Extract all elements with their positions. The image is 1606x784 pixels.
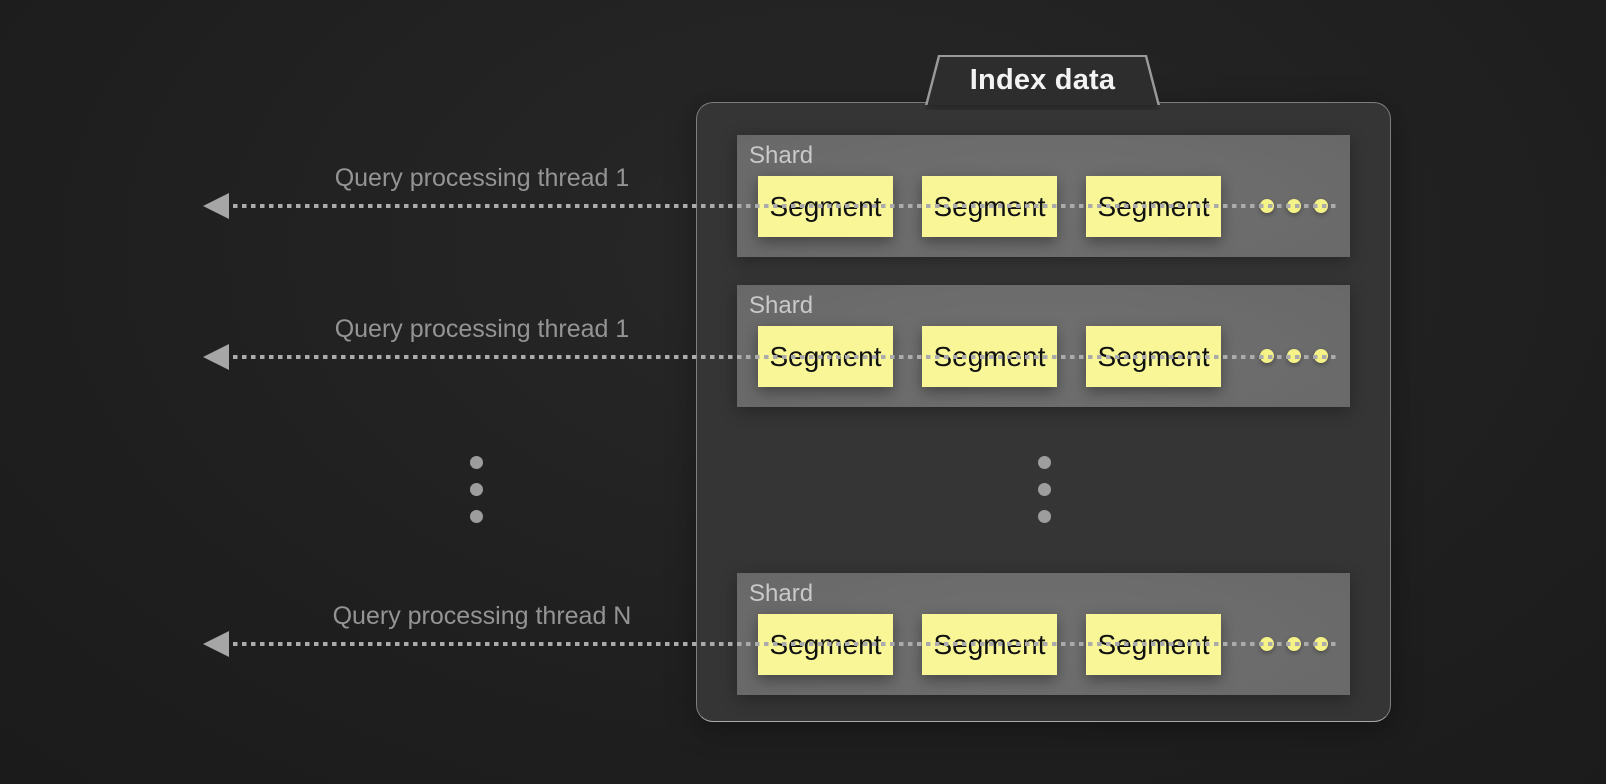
ellipsis-dot: [470, 510, 483, 523]
shard-row-n: Shard Segment Segment Segment: [737, 573, 1350, 695]
arrowhead-left-icon: [203, 344, 229, 370]
index-data-tab-label: Index data: [969, 63, 1116, 96]
shard-row-1: Shard Segment Segment Segment: [737, 135, 1350, 257]
shard-row-2: Shard Segment Segment Segment: [737, 285, 1350, 407]
vertical-ellipsis-threads: [470, 456, 483, 523]
shard-label: Shard: [749, 292, 814, 319]
query-thread-label-2: Query processing thread 1: [334, 315, 630, 343]
index-data-tab-fill: [927, 57, 1158, 105]
ellipsis-dot: [1038, 456, 1051, 469]
query-thread-label-1: Query processing thread 1: [334, 164, 630, 192]
ellipsis-dot: [470, 483, 483, 496]
query-arrow-line-3: [224, 642, 1337, 646]
query-arrow-line-1: [224, 204, 1337, 208]
ellipsis-dot: [1038, 510, 1051, 523]
vertical-ellipsis-shards: [1038, 456, 1051, 523]
query-arrow-line-2: [224, 355, 1337, 359]
shard-label: Shard: [749, 580, 814, 607]
arrowhead-left-icon: [203, 193, 229, 219]
ellipsis-dot: [1038, 483, 1051, 496]
query-thread-label-3: Query processing thread N: [332, 602, 632, 630]
index-data-tab: Index data: [925, 55, 1160, 105]
ellipsis-dot: [470, 456, 483, 469]
shard-label: Shard: [749, 142, 814, 169]
arrowhead-left-icon: [203, 631, 229, 657]
